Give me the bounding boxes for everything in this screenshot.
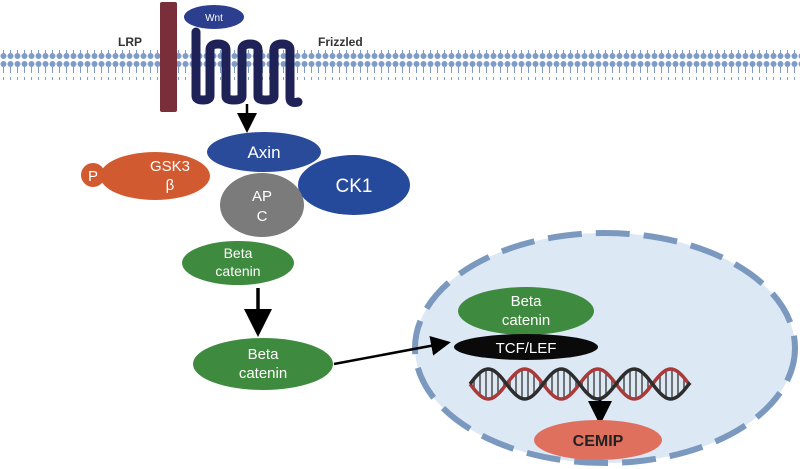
frizzled-receptor	[191, 27, 303, 107]
tcf-lef-label: TCF/LEF	[496, 340, 557, 357]
gsk3-protein	[100, 152, 210, 200]
frizzled-label: Frizzled	[318, 35, 363, 49]
phosphate-label: P	[88, 168, 98, 185]
wnt-label: Wnt	[205, 13, 223, 24]
apc-protein	[220, 173, 304, 237]
wnt-ligand	[184, 5, 244, 29]
cemip-label: CEMIP	[573, 433, 624, 450]
beta-catenin-1-line1: Beta	[224, 245, 253, 261]
phosphate-group	[81, 163, 105, 187]
beta-catenin-1-line2: catenin	[215, 263, 260, 279]
dna-helix	[468, 367, 692, 401]
lrp-receptor	[160, 2, 177, 112]
beta-catenin-2-line2: catenin	[239, 365, 287, 382]
arrow-translocation	[333, 335, 451, 366]
gsk3-label-line2: β	[166, 177, 175, 194]
cemip-gene-product	[534, 420, 662, 460]
beta-catenin-nucleus	[458, 287, 594, 335]
cell-membrane	[0, 50, 800, 80]
apc-label-line1: AP	[252, 188, 272, 205]
dna-strand-dark	[468, 367, 692, 401]
ck1-protein	[298, 155, 410, 215]
ck1-label: CK1	[336, 176, 373, 197]
beta-catenin-nucleus-line1: Beta	[511, 293, 543, 310]
beta-catenin-cytoplasm-2	[193, 338, 333, 390]
gsk3-label-line1: GSK3	[150, 158, 190, 175]
beta-catenin-cytoplasm-1	[182, 241, 294, 285]
axin-protein	[207, 132, 321, 172]
beta-catenin-nucleus-line2: catenin	[502, 312, 550, 329]
lrp-label: LRP	[118, 35, 142, 49]
tcf-lef-factor	[454, 334, 598, 360]
beta-catenin-2-line1: Beta	[248, 346, 280, 363]
apc-label-line2: C	[257, 208, 268, 225]
axin-label: Axin	[247, 143, 280, 162]
